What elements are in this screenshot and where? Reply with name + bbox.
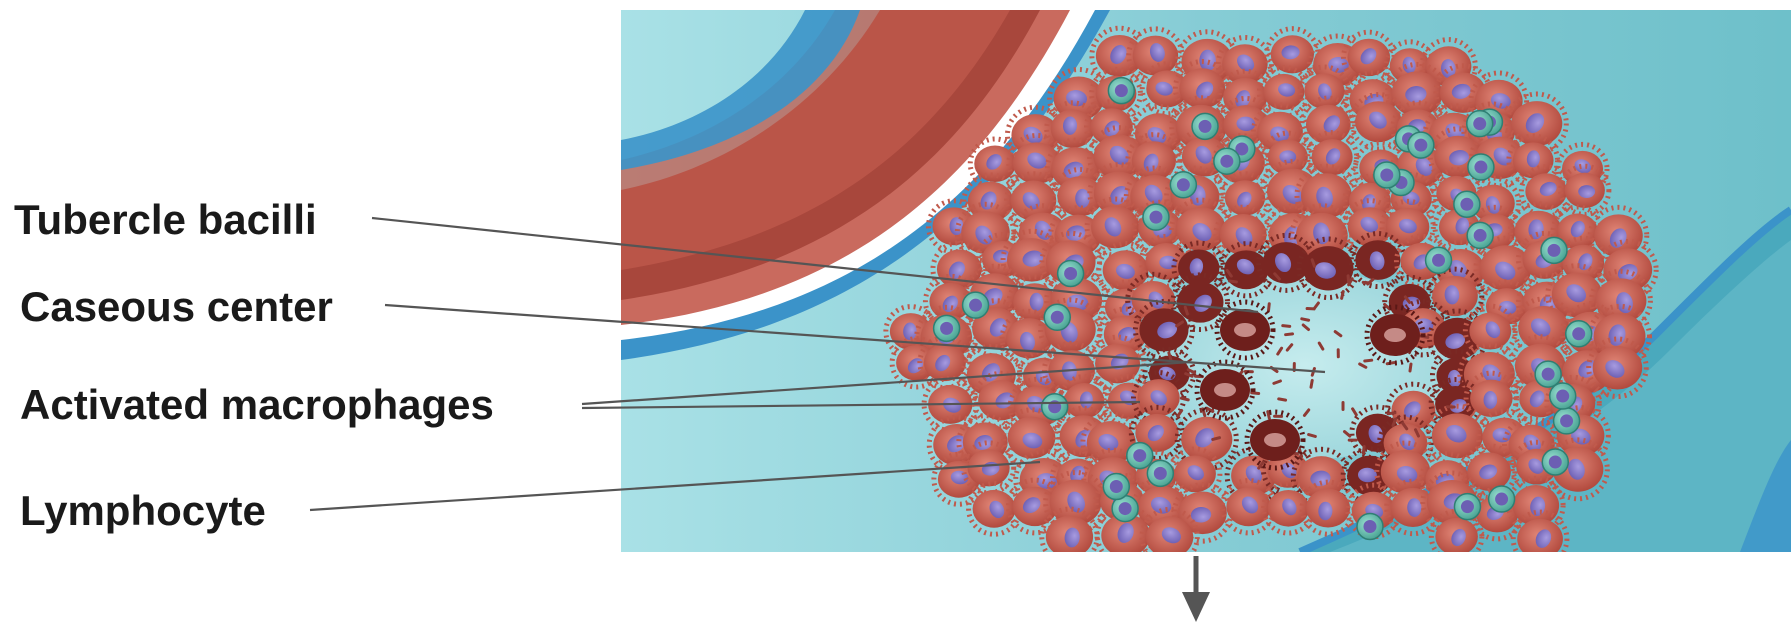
down-arrow-icon (1182, 556, 1210, 622)
lymphocyte-cell (1103, 473, 1129, 499)
lymphocyte-cell (1542, 449, 1568, 475)
lymphocyte-cell (1042, 394, 1068, 420)
lymphocyte-cell (1143, 204, 1169, 230)
lymphocyte-cell (1541, 237, 1567, 263)
lymphocyte-cell (1108, 78, 1134, 104)
lymphocyte-cell (1454, 494, 1480, 520)
bacillus (1337, 348, 1340, 358)
lymphocyte-cell (934, 315, 960, 341)
lymphocyte-cell (1454, 191, 1480, 217)
label-lymphocyte: Lymphocyte (20, 490, 266, 532)
lymphocyte-cell (1489, 486, 1515, 512)
bacillus (1446, 405, 1456, 408)
lymphocyte-cell (1566, 321, 1592, 347)
label-caseous-center: Caseous center (20, 286, 333, 328)
label-tubercle-bacilli: Tubercle bacilli (14, 199, 317, 241)
label-activated-macrophages: Activated macrophages (20, 384, 494, 426)
bacillus (1342, 401, 1345, 411)
lymphocyte-cell (1467, 111, 1493, 137)
macrophage (1042, 509, 1097, 564)
lymphocyte-cell (1550, 383, 1576, 409)
lymphocyte-cell (1127, 443, 1153, 469)
lymphocyte-cell (1467, 222, 1493, 248)
lymphocyte-cell (963, 292, 989, 318)
lymphocyte-cell (1535, 361, 1561, 387)
lymphocyte-cell (1357, 514, 1383, 540)
lymphocyte-cell (1374, 162, 1400, 188)
lymphocyte-cell (1192, 113, 1218, 139)
lymphocyte-cell (1554, 408, 1580, 434)
lymphocyte-cell (1170, 172, 1196, 198)
bacillus (1348, 439, 1358, 442)
macrophage (1142, 509, 1197, 564)
lymphocyte-cell (1214, 148, 1240, 174)
lymphocyte-cell (1426, 247, 1452, 273)
lymphocyte-cell (1408, 132, 1434, 158)
lymphocyte-cell (1044, 304, 1070, 330)
bacillus (1306, 307, 1316, 311)
lymphocyte-cell (1468, 154, 1494, 180)
lymphocyte-cell (1058, 261, 1084, 287)
lymphocyte-cell (1147, 460, 1173, 486)
